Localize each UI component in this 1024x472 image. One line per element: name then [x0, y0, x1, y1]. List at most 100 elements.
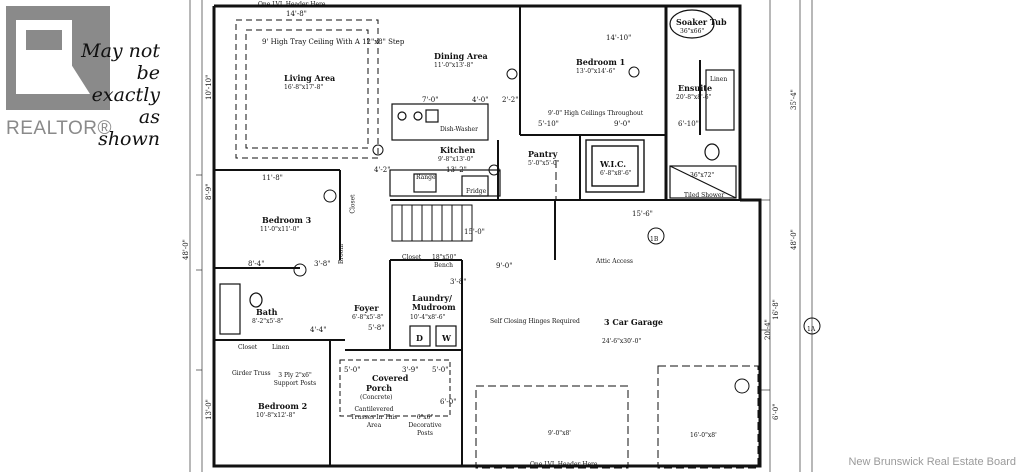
fridge-label: Fridge: [466, 188, 487, 195]
dim-hall-b: 3'-8": [314, 260, 331, 268]
dim-mid-a: 4'-2": [374, 166, 391, 174]
garage-doors: [475, 160, 759, 469]
dim-porch-b: 3'-9": [402, 366, 419, 374]
realtor-wordmark: REALTOR®: [6, 118, 112, 139]
living-area-size: 16'-8"x17'-8": [284, 84, 324, 91]
dim-laundry-a: 9'-0": [496, 262, 513, 270]
dim-left-a: 10'-10": [205, 74, 213, 100]
dim-stair: 15'-0": [464, 228, 485, 236]
self-closing-note: Self Closing Hinges Required: [490, 318, 580, 325]
dim-kitchen-top: 7'-0": [422, 96, 439, 104]
shower-size: 36"x72": [690, 172, 715, 179]
garage-door-a: 9'-0"x8': [548, 430, 571, 437]
lvl-header-bottom: One LVL Header Here: [530, 461, 598, 468]
porch-covered-label: Covered: [372, 373, 409, 383]
kitchen-counter: [389, 103, 501, 197]
bedroom-1-size: 13'-0"x14'-6": [576, 68, 616, 75]
living-tray-note: 9' High Tray Ceiling With A 12"x8" Step: [262, 38, 405, 46]
tray-ceiling: [235, 19, 379, 159]
dim-right-b: 20'-4": [764, 319, 772, 340]
dim-left-b: 8'-9": [205, 183, 213, 200]
dim-foyer-a: 5'-8": [368, 324, 385, 332]
porch-outline: [339, 359, 451, 417]
bedroom-2-label: Bedroom 2: [258, 401, 308, 411]
kitchen-label: Kitchen: [440, 145, 476, 155]
soaker-tub-label: Soaker Tub: [676, 17, 727, 27]
dim-right-d: 6'-0": [772, 403, 780, 420]
ensuite-label: Ensuite: [678, 83, 713, 93]
section-markers: [293, 66, 821, 394]
dim-right-a: 35'-4": [790, 89, 798, 110]
kitchen-size: 9'-8"x13'-0": [438, 156, 474, 163]
dim-bed1-width: 14'-10": [606, 34, 632, 42]
bedroom-3-closet: Closet: [349, 194, 357, 214]
staircase: [391, 204, 473, 242]
bedroom-1-label: Bedroom 1: [576, 57, 626, 67]
porch-material: (Concrete): [360, 394, 393, 401]
bedroom-2-size: 10'-8"x12'-8": [256, 412, 296, 419]
dimension-lines: [189, 0, 813, 472]
disclaimer-line-2: exactly as: [91, 84, 160, 128]
dining-area-size: 11'-0"x13'-8": [434, 62, 474, 69]
bench-label: Bench: [434, 262, 454, 269]
dim-right-c: 16'-8": [772, 299, 780, 320]
disclaimer-line-1: May not be: [81, 40, 160, 84]
porch-label: Porch: [366, 383, 393, 393]
bedroom-2-closet: Closet: [238, 344, 258, 351]
bath-linen: Linen: [272, 344, 290, 351]
support-posts-label: 3 Ply 2"x6" Support Posts: [273, 372, 317, 387]
dryer-label: D: [416, 333, 423, 343]
dim-kitchen-b: 2'-2": [502, 96, 519, 104]
dining-area-label: Dining Area: [434, 51, 488, 61]
girder-truss-label: Girder Truss: [232, 370, 271, 377]
bath-fixtures: [219, 9, 737, 335]
bath-size: 8'-2"x5'-8": [252, 318, 284, 325]
wic-outline: [585, 139, 645, 193]
broom-closet-label: Broom: [338, 243, 346, 265]
bedroom-3-size: 11'-0"x11'-0": [260, 226, 300, 233]
dim-porch-c: 5'-0": [432, 366, 449, 374]
pantry-label: Pantry: [528, 149, 558, 159]
attic-access-label: Attic Access: [596, 258, 633, 265]
range-label: Range: [416, 174, 436, 181]
board-credit: New Brunswick Real Estate Board: [848, 456, 1016, 468]
dim-living-width: 14'-8": [286, 10, 307, 18]
dim-bed1-c: 6'-10": [678, 120, 699, 128]
disclaimer-line-3: shown: [98, 128, 160, 150]
dim-bed1-a: 5'-10": [538, 120, 559, 128]
foyer-label: Foyer: [354, 303, 379, 313]
hall-closet-label: Closet: [402, 254, 422, 261]
decorative-posts-note: 6"x6" Decorative Posts: [408, 414, 442, 437]
dim-mid-b: 13'-2": [446, 166, 467, 174]
dim-left-c: 13'-0": [205, 399, 213, 420]
ensuite-size: 20'-8"x8'-6": [676, 94, 712, 101]
outer-walls: [212, 4, 762, 468]
laundry-appliances: [409, 325, 457, 347]
bench-size: 18"x50": [432, 254, 457, 261]
ensuite-linen: Linen: [710, 76, 728, 83]
dim-porch-post: 6'-0": [440, 398, 457, 406]
garage-door-b: 16'-0"x8': [690, 432, 717, 439]
lvl-header-top: One LVL Header Here: [258, 1, 326, 8]
laundry-size: 10'-4"x8'-6": [410, 314, 446, 321]
dim-laundry-b: 3'-8": [450, 278, 467, 286]
dim-bath-a: 4'-4": [310, 326, 327, 334]
disclaimer-note: May not be exactly as shown: [66, 40, 160, 150]
dim-garage-width: 15'-6": [632, 210, 653, 218]
soaker-tub-size: 36"x66": [680, 28, 705, 35]
garage-size: 24'-6"x30'-0": [602, 338, 642, 345]
dim-right-total: 48'-0": [790, 229, 798, 250]
foyer-size: 6'-8"x5'-8": [352, 314, 384, 321]
wic-label: W.I.C.: [600, 159, 627, 169]
living-area-label: Living Area: [284, 73, 336, 83]
pantry-size: 5'-0"x5'-0": [528, 160, 560, 167]
washer-label: W: [442, 333, 451, 343]
dishwasher-label: Dish-Washer: [440, 126, 478, 133]
realtor-logo-icon: [6, 6, 110, 110]
dim-hall-a: 8'-4": [248, 260, 265, 268]
ceiling-height-note: 9'-0" High Ceilings Throughout: [548, 110, 644, 117]
cantilever-note: Cantilevered Trusses In This Area: [350, 406, 398, 429]
dim-bed1-b: 9'-0": [614, 120, 631, 128]
